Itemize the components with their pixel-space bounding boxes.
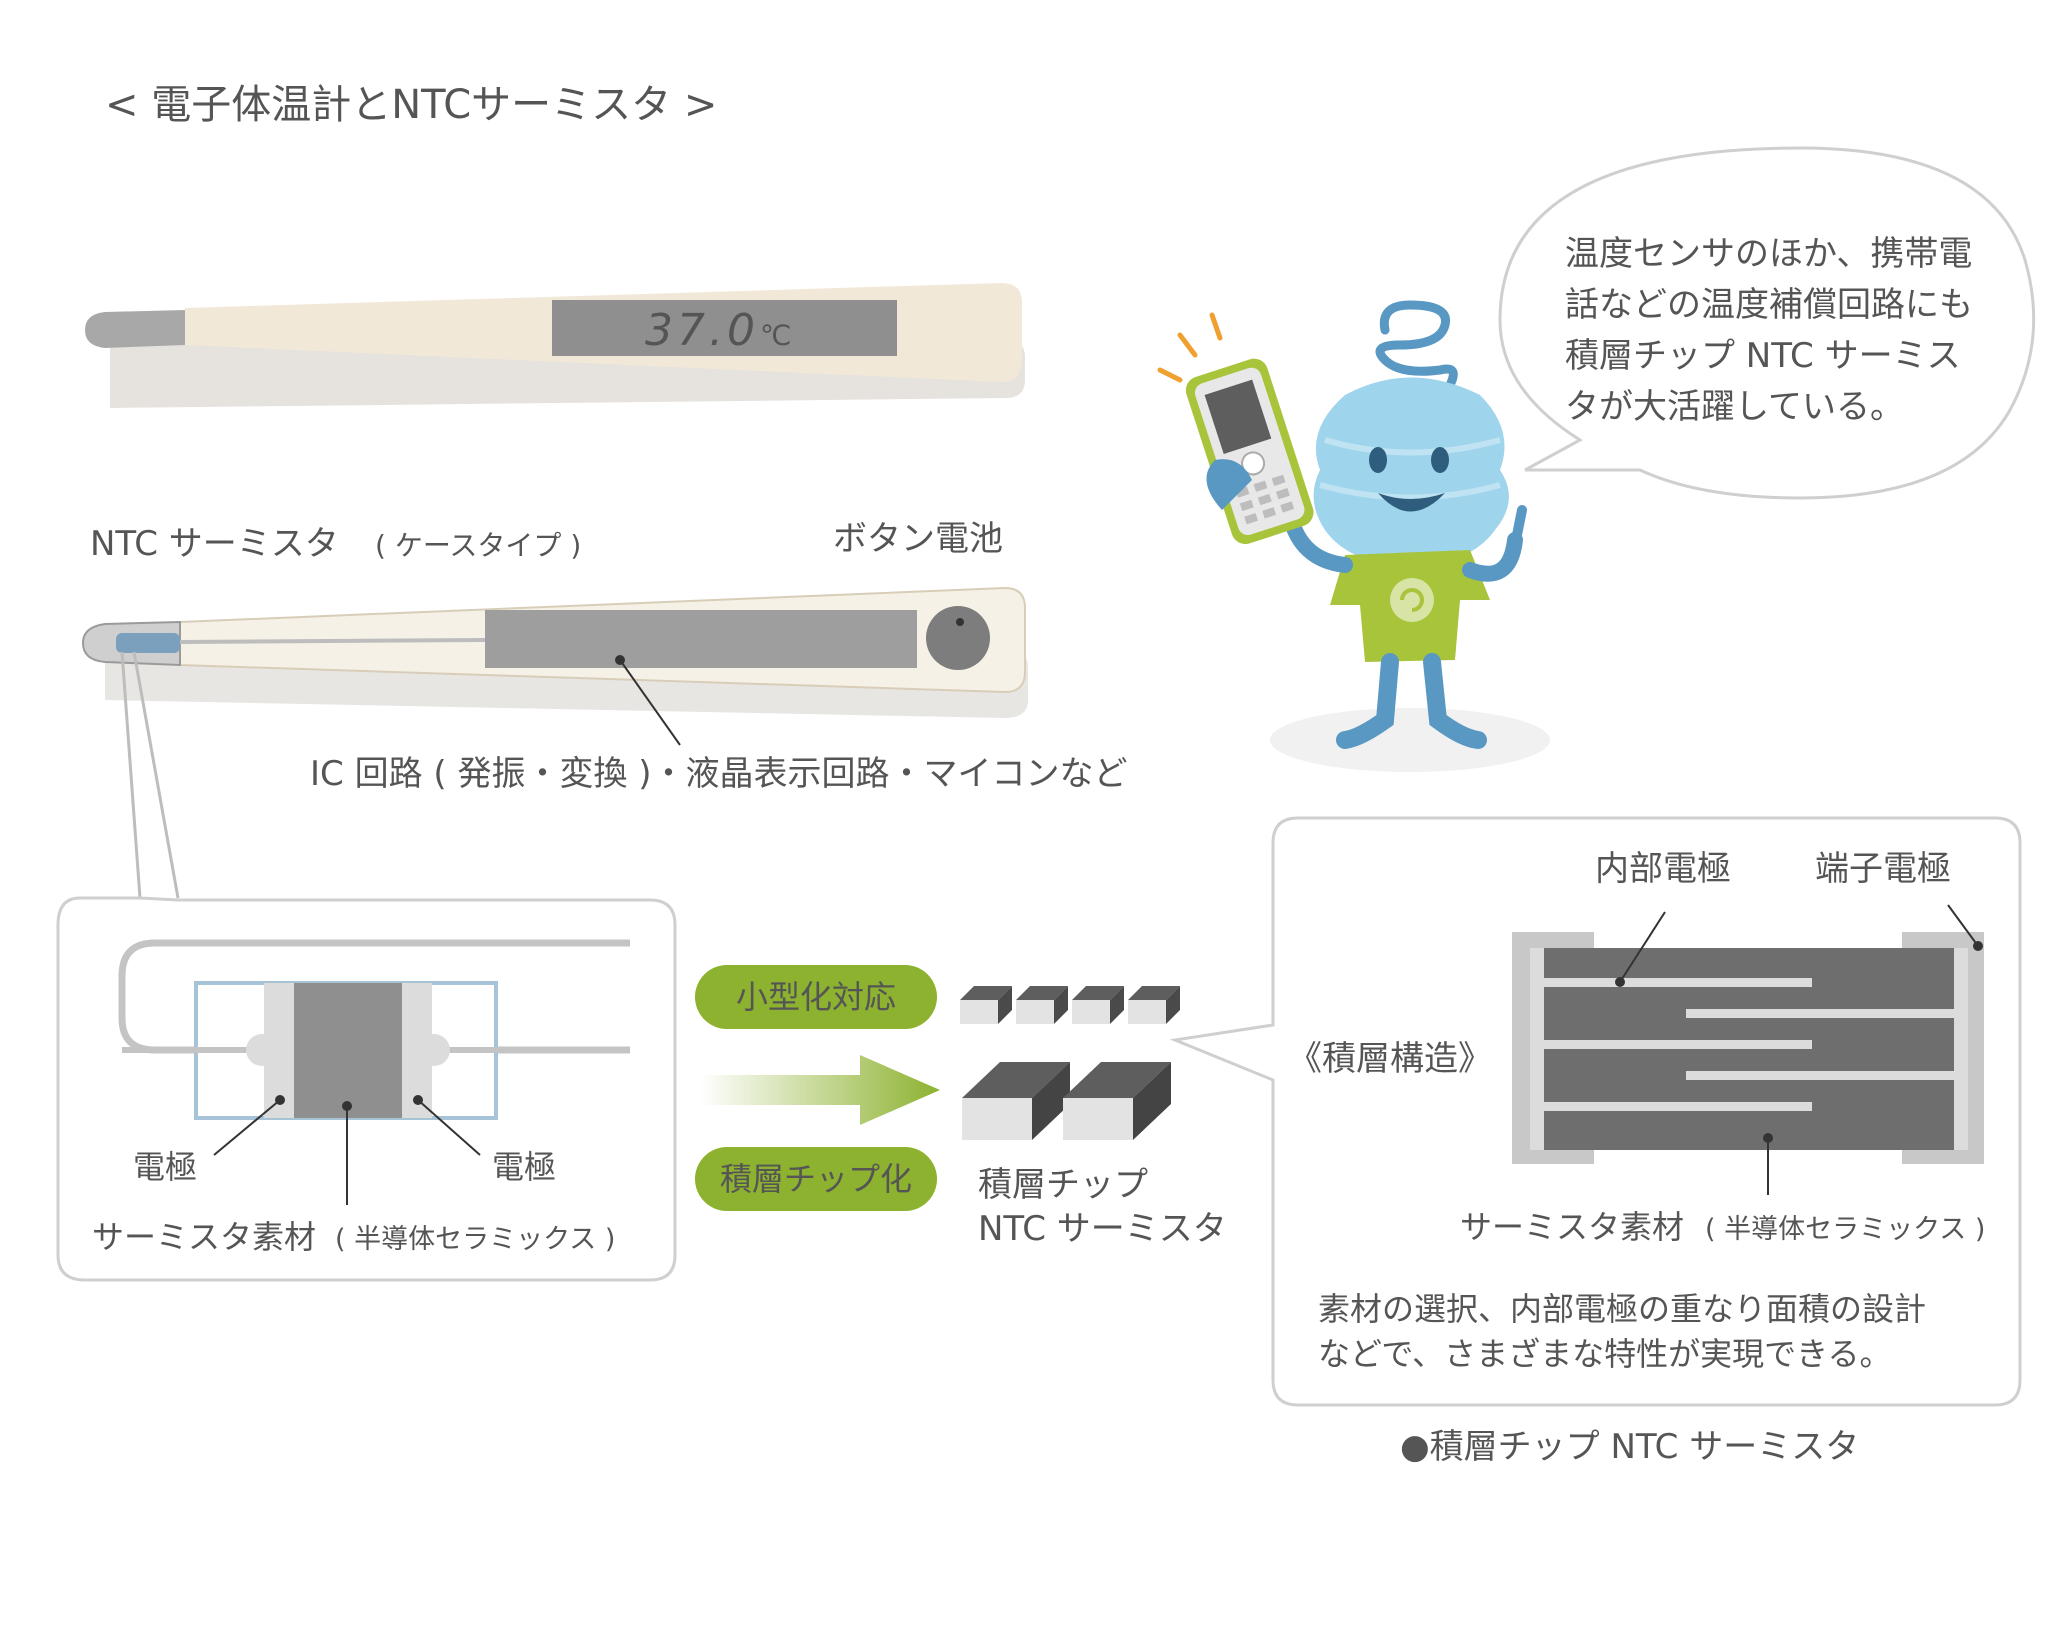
label-structure-material-sub: ( 半導体セラミックス ): [1705, 1214, 1985, 1245]
mobile-phone: [1185, 358, 1314, 545]
label-internal-electrode: 内部電極: [1595, 849, 1731, 889]
thermometer-display: [552, 300, 897, 356]
tag-multilayer: 積層チップ化: [695, 1147, 937, 1211]
chip-caption-line1: 積層チップ: [978, 1165, 1148, 1205]
display-value: 37.0: [645, 305, 759, 356]
label-ntc-case: NTC サーミスタ: [90, 524, 339, 564]
small-chips: [960, 986, 1180, 1024]
ic-circuit-board: [485, 610, 917, 668]
speech-bubble: 温度センサのほか、携帯電 話などの温度補償回路にも 積層チップ NTC サーミス…: [1498, 146, 2036, 500]
bubble-line-1: 温度センサのほか、携帯電: [1565, 234, 1972, 274]
structure-box: 《積層構造》 内部電極 端子電極 サーミスタ素材 ( 半導体セラミックス ) 素…: [1169, 816, 2022, 1407]
large-chips: [962, 1062, 1171, 1140]
svg-text:小型化対応: 小型化対応: [736, 978, 896, 1016]
structure-note-line-2: などで、さまざまな特性が実現できる。: [1318, 1335, 1891, 1373]
footer-caption: ●積層チップ NTC サーミスタ: [1400, 1427, 1859, 1467]
thermometer-cutaway: [81, 586, 1028, 746]
ringing-lines: [1157, 312, 1223, 383]
svg-text:積層チップ化: 積層チップ化: [720, 1160, 912, 1198]
thermometer-top: 37.0 ℃: [85, 283, 1025, 408]
button-battery: [926, 606, 990, 670]
progress-arrow: [700, 1055, 940, 1125]
bubble-line-4: タが大活躍している。: [1565, 387, 1904, 427]
label-electrode-left: 電極: [133, 1148, 197, 1186]
structure-note-line-1: 素材の選択、内部電極の重なり面積の設計: [1318, 1290, 1926, 1328]
tag-miniaturization: 小型化対応: [695, 965, 937, 1029]
label-button-battery: ボタン電池: [833, 519, 1003, 559]
label-thermistor-material-sub: ( 半導体セラミックス ): [335, 1224, 615, 1255]
label-structure-material: サーミスタ素材: [1460, 1208, 1684, 1246]
label-ic-circuit: IC 回路 ( 発振・変換 )・液晶表示回路・マイコンなど: [310, 754, 1128, 794]
ntc-case-sensor: [116, 633, 180, 653]
chip-caption-line2: NTC サーミスタ: [978, 1209, 1227, 1249]
thermistor-body: [294, 983, 402, 1118]
label-ntc-case-sub: ( ケースタイプ ): [375, 529, 581, 562]
structure-label: 《積層構造》: [1288, 1039, 1492, 1079]
label-thermistor-material: サーミスタ素材: [92, 1218, 316, 1256]
bubble-line-3: 積層チップ NTC サーミス: [1565, 336, 1961, 376]
bubble-line-2: 話などの温度補償回路にも: [1565, 285, 1973, 325]
display-unit: ℃: [760, 319, 791, 352]
page-title: < 電子体温計とNTCサーミスタ >: [105, 82, 717, 128]
label-electrode-right: 電極: [492, 1148, 556, 1186]
detail-box-case-type: 電極 電極 サーミスタ素材 ( 半導体セラミックス ): [56, 896, 677, 1282]
label-terminal-electrode: 端子電極: [1815, 849, 1951, 889]
mascot-character: [1270, 300, 1550, 772]
